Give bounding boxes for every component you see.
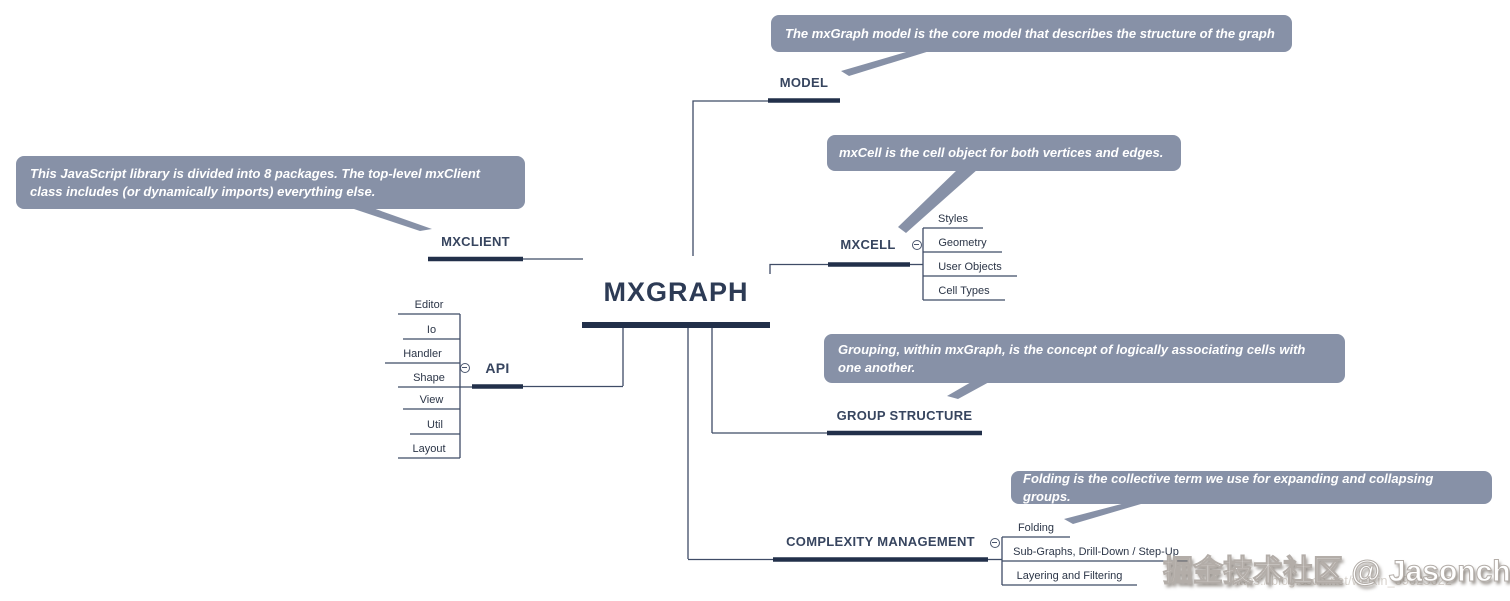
topic-mxclient[interactable]: MXCLIENT <box>441 234 510 249</box>
complexity-children-underlines <box>1002 536 1190 586</box>
child-item-layout[interactable]: Layout <box>412 443 446 455</box>
mxcell-callout-tail <box>898 169 978 233</box>
api-children-underlines <box>385 313 472 459</box>
child-item-shape[interactable]: Shape <box>413 372 445 384</box>
child-item-folding[interactable]: Folding <box>1017 522 1055 534</box>
mxcell-collapse-toggle[interactable] <box>912 240 922 250</box>
callout-model[interactable]: The mxGraph model is the core model that… <box>771 15 1292 52</box>
minus-icon <box>914 244 920 246</box>
callout-mxclient[interactable]: This JavaScript library is divided into … <box>16 156 525 209</box>
watermark: 掘金技术社区 @ Jasonchen <box>1163 555 1510 589</box>
folding-callout-tail <box>1064 501 1151 524</box>
child-item-geometry[interactable]: Geometry <box>938 237 987 249</box>
topic-group-structure[interactable]: GROUP STRUCTURE <box>836 408 973 423</box>
child-item-io[interactable]: Io <box>426 324 437 336</box>
complexity-collapse-toggle[interactable] <box>990 538 1000 548</box>
topic-mxgraph[interactable]: MXGRAPH <box>603 277 749 307</box>
mxcell-connector <box>769 263 828 274</box>
callout-group-structure[interactable]: Grouping, within mxGraph, is the concept… <box>824 334 1345 383</box>
minus-icon <box>462 367 468 369</box>
child-item-cell-types[interactable]: Cell Types <box>938 285 990 297</box>
child-item-styles[interactable]: Styles <box>938 213 968 225</box>
topic-complexity-management[interactable]: COMPLEXITY MANAGEMENT <box>786 534 975 549</box>
child-item-util[interactable]: Util <box>427 419 443 431</box>
api-collapse-toggle[interactable] <box>460 363 470 373</box>
mxcell-children-underlines <box>923 227 1017 301</box>
watermark-url: https://blog.csdn.net/weixin_39025622 <box>1232 574 1453 588</box>
callout-folding[interactable]: Folding is the collective term we use fo… <box>1011 471 1492 504</box>
group-callout-tail <box>947 381 991 399</box>
child-item-subgraphs[interactable]: Sub-Graphs, Drill-Down / Step-Up <box>1013 546 1179 558</box>
child-item-layering-filtering[interactable]: Layering and Filtering <box>1016 570 1123 582</box>
topic-api[interactable]: API <box>485 360 510 376</box>
child-item-view[interactable]: View <box>419 394 444 406</box>
minus-icon <box>992 542 998 544</box>
model-connector <box>692 100 768 256</box>
model-callout-tail <box>841 50 933 76</box>
child-item-user-objects[interactable]: User Objects <box>938 261 1002 273</box>
child-item-editor[interactable]: Editor <box>414 299 444 311</box>
child-item-handler[interactable]: Handler <box>403 348 442 360</box>
mxclient-callout-tail <box>345 206 432 231</box>
topic-mxcell[interactable]: MXCELL <box>840 237 896 252</box>
callout-mxcell[interactable]: mxCell is the cell object for both verti… <box>827 135 1181 171</box>
topic-model[interactable]: MODEL <box>779 75 829 90</box>
